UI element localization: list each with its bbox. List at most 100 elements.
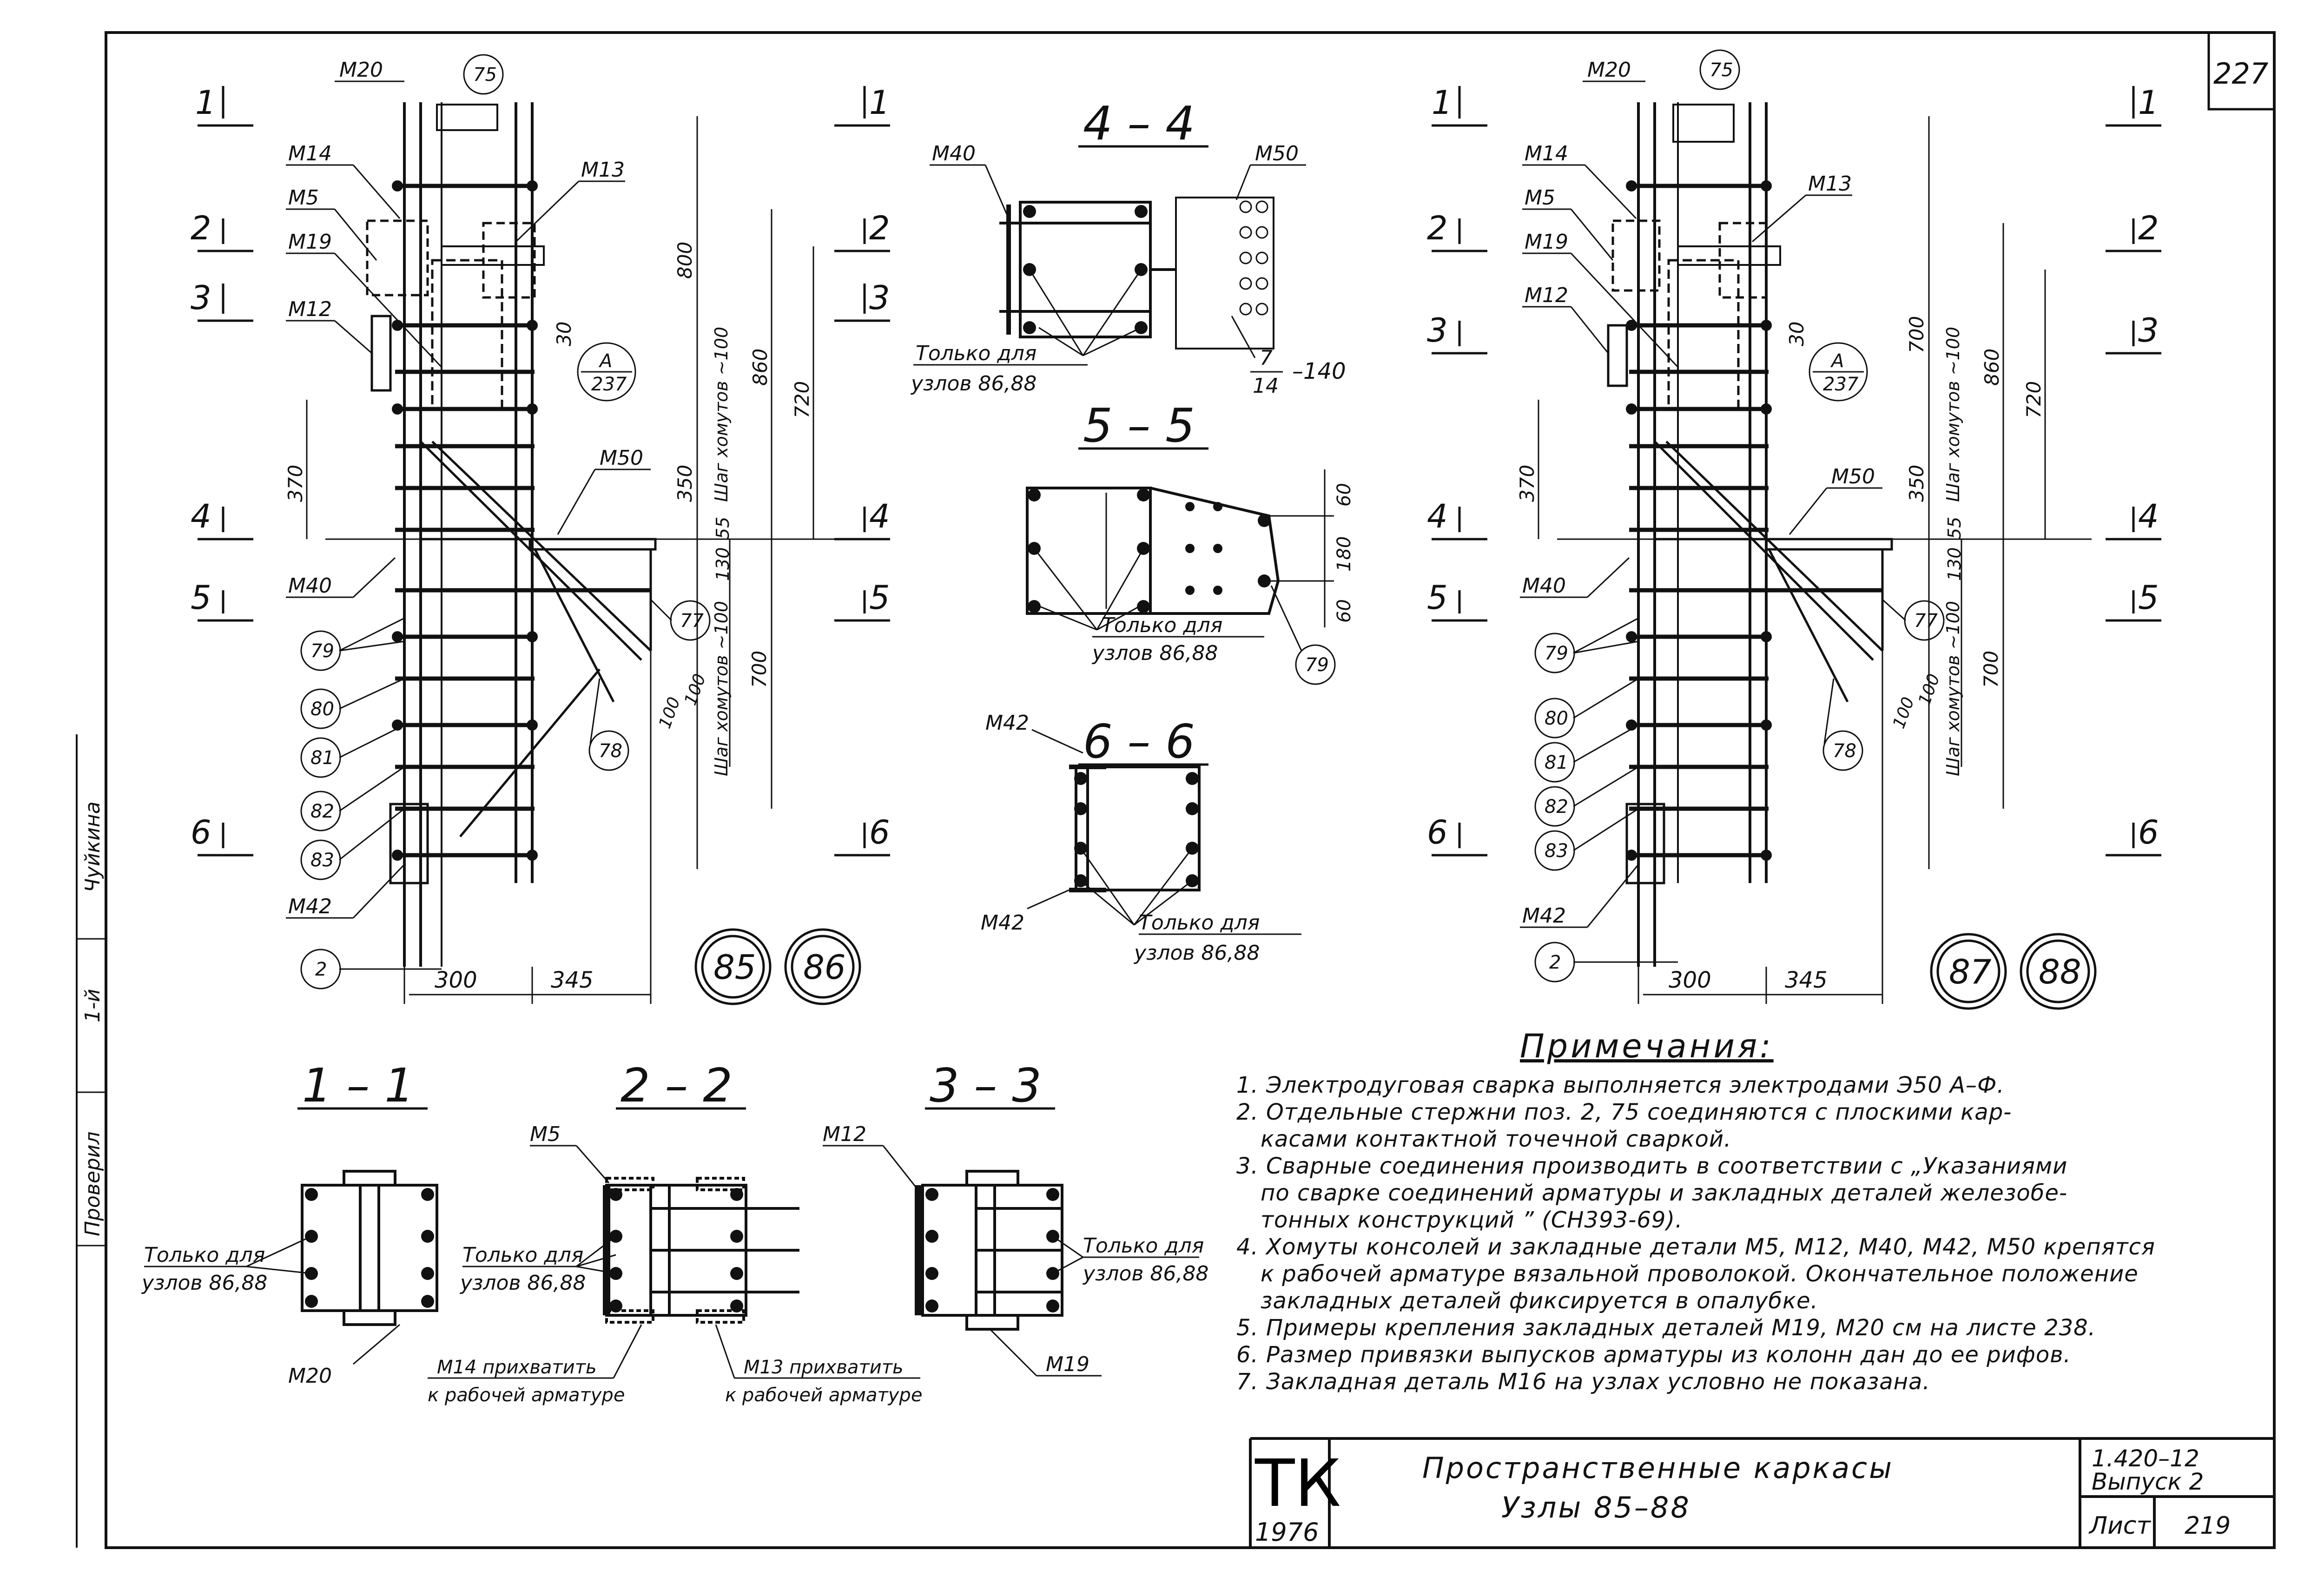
s11-only-for-1: Только для (144, 1243, 265, 1267)
right-dim-130: 130 (1944, 547, 1965, 581)
right-pos-77: 77 (1914, 610, 1938, 632)
sheet-label: Лист (2088, 1512, 2151, 1540)
right-dim-345: 345 (1785, 967, 1828, 993)
left-stirrup-bot: Шаг хомутов ~100 (711, 601, 732, 776)
right-dim-100b: 100 (1915, 671, 1944, 708)
s22-note-m13-2: к рабочей арматуре (725, 1385, 922, 1406)
left-dim-130: 130 (713, 547, 733, 581)
left-mark-m20: М20 (339, 58, 383, 82)
secmark-l-5: 5 (191, 579, 211, 617)
right-stirrup-bot: Шаг хомутов ~100 (1943, 601, 1963, 776)
left-ref-sheet: 237 (591, 374, 627, 395)
node-85: 85 (713, 948, 756, 987)
right-bar-dots (1626, 180, 1772, 861)
section-2-2-title: 2 – 2 (621, 1058, 733, 1113)
s22-only-for-2: узлов 86,88 (459, 1271, 586, 1295)
section-5-5-drawing (1026, 487, 1280, 615)
secmark-r-2: 2 (1427, 209, 1448, 247)
s44-leader (984, 165, 1010, 219)
left-pos-81: 81 (310, 747, 334, 769)
node-87: 87 (1949, 952, 1992, 991)
left-position-circles (300, 54, 711, 989)
secmark-l-3: 3 (191, 279, 211, 317)
secmark-m-2: 2 (869, 209, 890, 247)
secmark-r-4: 4 (1427, 497, 1448, 535)
section-6-6-title: 6 – 6 (1083, 714, 1195, 769)
s55-only-for-2: узлов 86,88 (1091, 641, 1218, 665)
s66-mark-m42b: М42 (981, 911, 1024, 935)
stamp-mark: ТК (1254, 1446, 1341, 1522)
left-node-circles (694, 928, 861, 1005)
right-node-circles (1930, 933, 2097, 1010)
issue-number: Выпуск 2 (2092, 1468, 2204, 1495)
margin-surname: Чуйкина (81, 801, 105, 892)
note-line: к рабочей арматуре вязальной проволокой.… (1261, 1261, 2139, 1287)
secmark-rr-2: 2 (2138, 209, 2159, 247)
secmark-r-6: 6 (1427, 813, 1448, 851)
secmark-r-1: 1 (1432, 84, 1452, 122)
right-pos-80: 80 (1545, 708, 1568, 729)
left-dim-100b: 100 (681, 671, 710, 708)
s33-mark-m12: М12 (823, 1122, 866, 1146)
secmark-l-1: 1 (195, 84, 216, 122)
left-pos-79: 79 (310, 640, 334, 662)
right-leader (1586, 864, 1639, 928)
section-4-4-title: 4 – 4 (1083, 96, 1195, 151)
left-leader (334, 209, 377, 261)
s44-mark-m50: М50 (1255, 142, 1299, 165)
left-leader (334, 252, 442, 368)
right-pos-81: 81 (1545, 752, 1568, 773)
note-line: 4. Хомуты консолей и закладные детали М5… (1236, 1234, 2155, 1260)
right-mark-m20: М20 (1587, 58, 1631, 82)
left-mark-m5: М5 (288, 186, 319, 210)
left-mark-m14: М14 (288, 142, 332, 165)
margin-signature: 1-й (81, 989, 105, 1022)
right-mark-m19: М19 (1525, 230, 1568, 254)
left-pos-78: 78 (599, 740, 622, 762)
secmark-m-5: 5 (869, 579, 890, 617)
right-dim-860: 860 (1981, 349, 2003, 386)
right-mark-m40: М40 (1522, 574, 1566, 598)
note-line: 3. Сварные соединения производить в соот… (1236, 1153, 2068, 1179)
left-leader (352, 165, 401, 219)
left-dim-800: 800 (673, 242, 696, 279)
left-pos-75: 75 (473, 64, 497, 86)
left-dim-300: 300 (435, 967, 477, 993)
note-line: касами контактной точечной сваркой. (1261, 1126, 1732, 1152)
secmark-m-3: 3 (869, 279, 890, 317)
left-dim-370: 370 (284, 465, 307, 502)
section-2-2-leaders (428, 1145, 920, 1379)
left-leader (352, 557, 396, 598)
note-line: тонных конструкций ” (СН393-69). (1261, 1207, 1683, 1233)
section-1-1-leaders (144, 1235, 400, 1365)
section-marks-right (1432, 86, 2161, 857)
left-mark-m13: М13 (581, 158, 625, 182)
s66-only-for-1: Только для (1139, 911, 1260, 935)
right-mark-m5: М5 (1525, 186, 1555, 210)
s55-dim-60a: 60 (1334, 483, 1355, 507)
left-dim-700: 700 (748, 651, 771, 688)
secmark-r-5: 5 (1427, 579, 1448, 617)
section-5-5-title: 5 – 5 (1083, 398, 1195, 453)
section-6-6-leaders (1027, 729, 1301, 935)
s55-dim-60b: 60 (1334, 599, 1355, 623)
left-pos-80: 80 (310, 699, 334, 720)
right-dim-lines (1538, 116, 2092, 1004)
section-3-3-drawing (915, 1170, 1063, 1331)
section-3-3-dots (925, 1188, 1059, 1313)
right-dim-700: 700 (1980, 651, 2002, 688)
right-stirrup-top: Шаг хомутов ~100 (1943, 327, 1963, 502)
right-pos-82: 82 (1545, 796, 1568, 818)
secmark-rr-1: 1 (2138, 84, 2159, 122)
sheet-title-2: Узлы 85–88 (1501, 1491, 1691, 1524)
right-pos-79: 79 (1545, 643, 1568, 664)
left-mark-m19: М19 (288, 230, 332, 254)
right-pos-78: 78 (1833, 740, 1856, 762)
note-line: 7. Закладная деталь М16 на узлах условно… (1236, 1369, 1930, 1395)
s33-only-for-2: узлов 86,88 (1082, 1262, 1208, 1286)
right-leader (1584, 164, 1637, 219)
s44-only-for-leaders (913, 269, 1142, 366)
node-88: 88 (2039, 952, 2081, 991)
note-line: закладных деталей фиксируется в опалубке… (1261, 1288, 1818, 1314)
sheet-frame (105, 31, 2276, 1549)
